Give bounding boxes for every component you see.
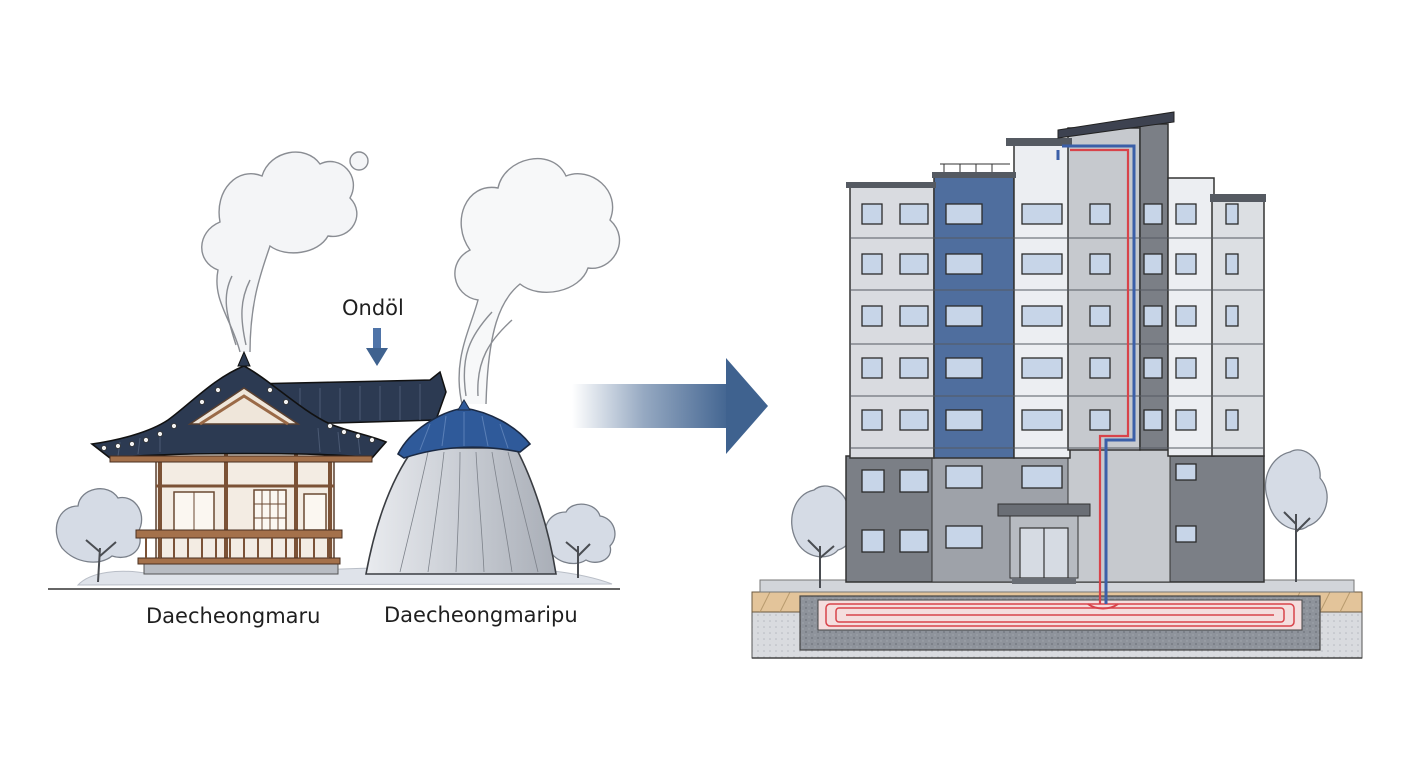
daecheongmaru-label: Daecheongmaru: [146, 604, 321, 628]
building-window: [945, 525, 983, 549]
building-window: [899, 357, 929, 379]
building-window: [1225, 203, 1239, 225]
building-window: [945, 465, 983, 489]
traditional-scene: [48, 151, 621, 590]
building-window: [1225, 357, 1239, 379]
building-window: [1175, 253, 1197, 275]
building-window: [1089, 305, 1111, 327]
ondol-label: Ondöl: [342, 296, 404, 320]
building-window: [1089, 409, 1111, 431]
building-window: [1089, 253, 1111, 275]
building-window: [899, 469, 929, 493]
building-window: [1021, 409, 1063, 431]
building-window: [861, 253, 883, 275]
smoke-icon: [201, 151, 369, 353]
building-window: [1143, 203, 1163, 225]
building-window: [861, 529, 885, 553]
building-window: [1143, 305, 1163, 327]
building-window: [945, 409, 983, 431]
building-window: [1175, 463, 1197, 481]
modern-scene: [751, 111, 1363, 659]
building-window: [899, 529, 929, 553]
building-window: [1021, 465, 1063, 489]
building-window: [1175, 409, 1197, 431]
floor-heating-pipes: [825, 603, 1295, 627]
tree-icon: [791, 485, 855, 588]
building-window: [1089, 357, 1111, 379]
building-window: [1143, 357, 1163, 379]
building-window: [1021, 357, 1063, 379]
building-window: [861, 357, 883, 379]
building-window: [861, 305, 883, 327]
building-window: [1175, 203, 1197, 225]
tree-icon: [55, 488, 143, 583]
building-window: [1225, 305, 1239, 327]
daecheongmaripu-label: Daecheongmaripu: [384, 603, 578, 627]
building-window: [1175, 357, 1197, 379]
transition-arrow-icon: [572, 358, 768, 454]
building-window: [1143, 409, 1163, 431]
building-window: [1143, 253, 1163, 275]
building-window: [1021, 305, 1063, 327]
building-window: [899, 409, 929, 431]
building-window: [1021, 203, 1063, 225]
building-window: [945, 253, 983, 275]
building-window: [861, 409, 883, 431]
building-window: [1175, 525, 1197, 543]
building-window: [1225, 253, 1239, 275]
building-window: [899, 203, 929, 225]
building-window: [899, 253, 929, 275]
tree-icon: [1264, 449, 1328, 582]
building-window: [1225, 409, 1239, 431]
arrow-down-icon: [366, 328, 388, 366]
building-window: [945, 203, 983, 225]
building-window: [1089, 203, 1111, 225]
building-window: [861, 203, 883, 225]
building-window: [945, 357, 983, 379]
building-window: [1175, 305, 1197, 327]
smoke-icon: [454, 158, 621, 405]
tree-icon: [544, 503, 616, 578]
building-window: [899, 305, 929, 327]
building-window: [945, 305, 983, 327]
building-window: [861, 469, 885, 493]
building-window: [1021, 253, 1063, 275]
